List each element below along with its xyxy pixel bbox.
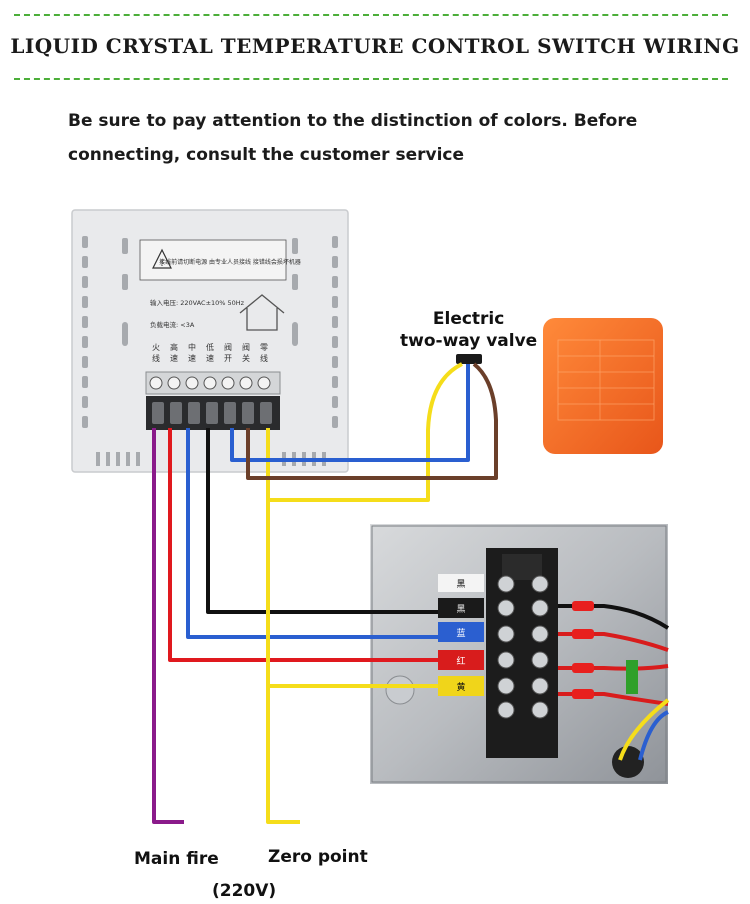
wire-blue-valve	[230, 364, 470, 462]
junction-screw-icon	[497, 651, 515, 669]
terminal-label-0: 火	[152, 343, 160, 352]
intro-text: Be sure to pay attention to the distinct…	[68, 111, 638, 165]
terminal-label-2: 速	[188, 354, 196, 363]
terminal-label-5: 阀	[242, 343, 250, 352]
terminal-label-3: 速	[206, 354, 214, 363]
terminal-screw-icon	[221, 376, 235, 390]
bottom-dashed-divider	[14, 78, 728, 80]
terminal-screw-icon	[257, 376, 271, 390]
terminal-screw-icon	[167, 376, 181, 390]
wire-brown-valve	[246, 362, 498, 480]
terminal-screw-icon	[239, 376, 253, 390]
thermostat-spec-load: 负载电流: <3A	[150, 320, 195, 329]
main-fire-label: Main fire	[134, 849, 219, 869]
junction-tag-4: 黄	[456, 681, 465, 693]
terminal-screw-icon	[149, 376, 163, 390]
junction-screw-icon	[531, 677, 549, 695]
zero-point-label: Zero point	[268, 847, 368, 867]
junction-screw-icon	[497, 575, 515, 593]
terminal-label-1: 高	[170, 342, 178, 352]
terminal-label-6: 线	[260, 353, 268, 363]
valve-label: Electric two-way valve	[400, 309, 538, 351]
junction-tag-2: 蓝	[456, 627, 465, 639]
terminal-label-4: 开	[224, 354, 232, 363]
junction-tag-1: 黑	[456, 604, 465, 615]
wire-black	[206, 428, 438, 614]
terminal-screw-icon	[185, 376, 199, 390]
junction-screw-icon	[531, 575, 549, 593]
page-title: Liquid Crystal Temperature Control Switc…	[10, 34, 740, 58]
house-icon	[239, 294, 285, 331]
terminal-label-4: 阀	[224, 343, 232, 352]
warning-triangle-icon	[152, 248, 172, 269]
top-dashed-divider	[14, 14, 728, 16]
thermostat-spec-input: 输入电压: 220VAC±10% 50Hz	[150, 298, 245, 307]
terminal-label-6: 零	[260, 343, 268, 352]
svg-text:!: !	[160, 258, 164, 269]
junction-screw-icon	[497, 677, 515, 695]
junction-screw-icon	[531, 625, 549, 643]
wire-yellow-zero	[266, 362, 463, 824]
junction-screw-icon	[497, 625, 515, 643]
wire-purple-main-fire	[152, 428, 184, 824]
terminal-label-5: 关	[242, 353, 250, 363]
terminal-screw-icon	[203, 376, 217, 390]
terminal-label-2: 中	[188, 342, 196, 352]
terminal-label-0: 线	[152, 353, 160, 363]
thermostat-warning-text: 接线前请切断电源 由专业人员接线 接错线会损坏机器	[159, 258, 301, 266]
junction-tag-0: 黑	[456, 579, 465, 590]
terminal-label-1: 速	[170, 354, 178, 363]
junction-screw-icon	[531, 651, 549, 669]
junction-screw-icon	[497, 701, 515, 719]
wire-blue	[186, 428, 438, 639]
junction-screw-icon	[497, 599, 515, 617]
terminal-label-3: 低	[206, 342, 214, 352]
wire-red	[168, 428, 438, 662]
wires	[152, 362, 498, 824]
valve-actuator	[456, 318, 663, 454]
voltage-label: (220V)	[212, 881, 277, 901]
thermostat-panel: ! 接线前请切断电源 由专业人员接线 接错线会损坏机器 输入电压: 220VAC…	[71, 209, 349, 473]
junction-screw-icon	[531, 599, 549, 617]
junction-screw-icon	[531, 701, 549, 719]
junction-tag-3: 红	[456, 655, 465, 667]
